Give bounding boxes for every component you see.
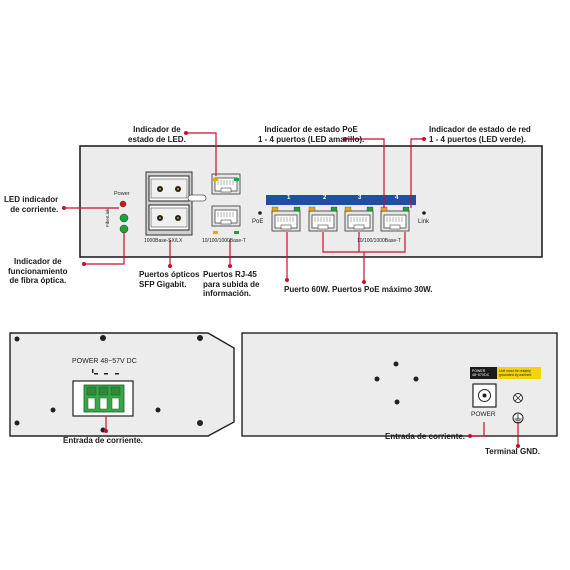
poe-port-4[interactable] [380, 206, 410, 232]
power-sticker [470, 367, 497, 379]
dc-jack[interactable] [472, 383, 497, 408]
port-number-1: 1 [287, 195, 291, 201]
power-led [119, 200, 127, 208]
sfp-port-1[interactable] [148, 175, 190, 202]
right-power-label: POWER [471, 411, 496, 418]
callout-led-status: Indicador de estado de LED. [128, 125, 186, 144]
callout-power-input-left: Entrada de corriente. [63, 436, 144, 445]
link-indicator-led [422, 211, 426, 215]
polarity-marks [92, 369, 119, 375]
callout-power-input-right: Entrada de corriente. [385, 432, 466, 441]
poe-port-2[interactable] [308, 206, 338, 232]
callout-port-60w: Puerto 60W. [284, 285, 330, 294]
ground-symbol-icon [512, 412, 524, 424]
uplink-led-amber-bottom [213, 231, 218, 234]
power-led-label: Power [114, 191, 130, 197]
callout-fiber-status: Indicador de funcionamiento de fibra ópt… [8, 257, 68, 285]
poe-port-strip [266, 195, 416, 205]
sfp-port-2[interactable] [148, 204, 190, 231]
poe-port-1[interactable] [271, 206, 301, 232]
port-number-2: 2 [323, 195, 327, 201]
console-port [187, 194, 207, 202]
right-callout-lines [470, 422, 519, 446]
rj45-uplink-bottom[interactable] [211, 205, 241, 234]
uplink-led-green-top [234, 178, 239, 181]
link-side-label: Link [418, 219, 430, 225]
left-power-text: POWER 48~57V DC [72, 358, 137, 365]
ground-screw[interactable] [513, 393, 523, 403]
uplink-led-green-bottom [234, 231, 239, 234]
right-rear-panel [241, 332, 558, 437]
left-callout-dot [104, 429, 108, 433]
rj45-uplink-label: 10/100/1000Base-T [202, 238, 246, 244]
callout-poe-status: Indicador de estado PoE 1 - 4 puertos (L… [258, 125, 365, 144]
callout-network-status: Indicador de estado de red 1 - 4 puertos… [429, 125, 531, 144]
poe-side-label: PoE [252, 219, 264, 225]
poe-ports-label: 10/100/1000Base-T [357, 238, 401, 244]
warning-sticker [497, 367, 541, 379]
warning-sticker-text: Unit must be reliably grounded by earthe… [499, 369, 532, 377]
uplink-led-amber-top [213, 178, 218, 181]
callout-rj45-uplink: Puertos RJ-45 para subida de información… [203, 270, 260, 298]
port-number-3: 3 [358, 195, 362, 201]
power-terminal-block[interactable] [83, 384, 125, 413]
fiber-link-led-1 [119, 213, 129, 223]
port-number-4: 4 [395, 195, 399, 201]
rj45-uplink-top[interactable] [211, 173, 241, 195]
poe-indicator-led [258, 211, 262, 215]
sfp-port-label: 1000Base-SX/LX [144, 238, 183, 244]
fiber-link-label: FiberLink [105, 208, 110, 227]
right-callout-dots [468, 434, 520, 448]
power-sticker-text: POWER 48~57VDC [472, 369, 490, 377]
callout-ground-terminal: Terminal GND. [485, 447, 540, 456]
callout-dots [62, 131, 426, 284]
callout-power-led: LED indicador de corriente. [4, 195, 59, 214]
fiber-link-led-2 [119, 224, 129, 234]
callout-sfp-ports: Puertos ópticos SFP Gigabit. [139, 270, 200, 289]
callout-lines [64, 132, 424, 282]
poe-port-3[interactable] [344, 206, 374, 232]
right-panel-screws [374, 361, 419, 405]
callout-poe-ports: Puertos PoE máximo 30W. [332, 285, 433, 294]
